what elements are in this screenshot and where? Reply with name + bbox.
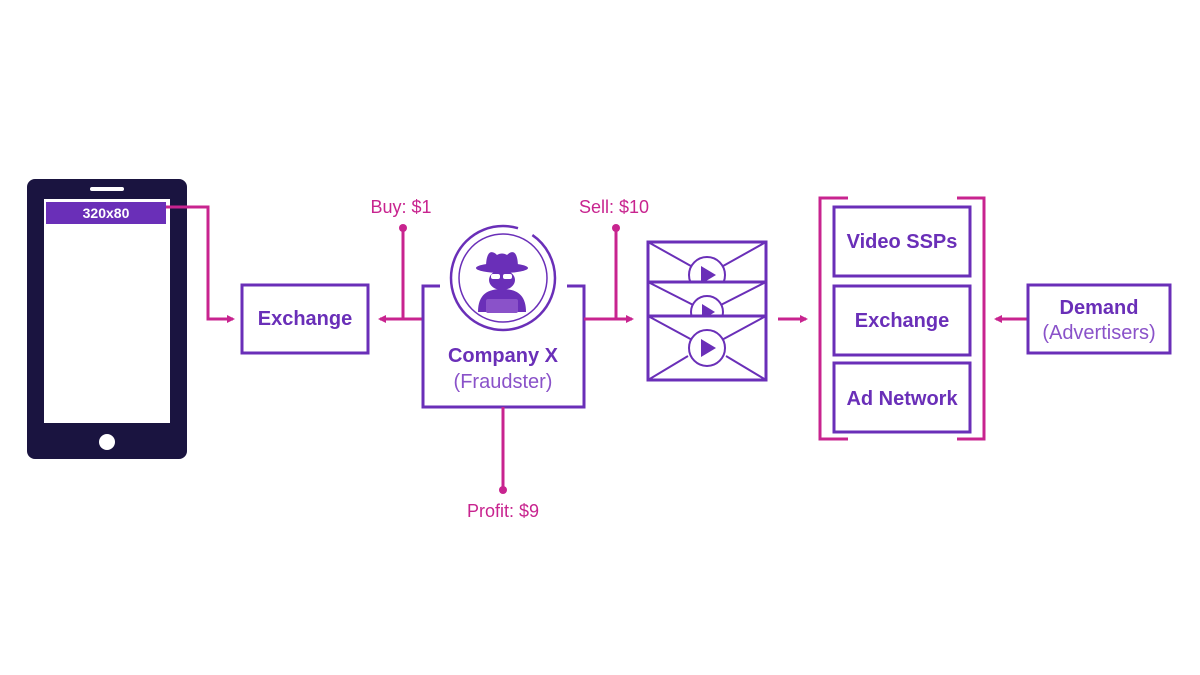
buy-dot bbox=[399, 224, 407, 232]
smartphone bbox=[27, 179, 187, 459]
video-envelope-front bbox=[646, 314, 768, 382]
buy-label: Buy: $1 bbox=[370, 197, 431, 217]
video-ssps-label: Video SSPs bbox=[847, 231, 958, 253]
demand-box: Demand (Advertisers) bbox=[1026, 283, 1172, 355]
demand-title: Demand bbox=[1060, 297, 1139, 319]
ad-network-label: Ad Network bbox=[846, 388, 958, 410]
sell-label: Sell: $10 bbox=[579, 197, 649, 217]
video-ad-stack bbox=[646, 240, 768, 382]
exchange-right-label: Exchange bbox=[855, 310, 949, 332]
phone-to-exchange-arrow bbox=[166, 205, 235, 323]
demand-subtitle: (Advertisers) bbox=[1042, 322, 1155, 344]
exchange-left-box: Exchange bbox=[240, 283, 370, 355]
sell-side-bracket bbox=[818, 196, 986, 441]
exchange-left-label: Exchange bbox=[258, 308, 352, 330]
exchange-right-box: Exchange bbox=[832, 284, 972, 357]
ad-size-label: 320x80 bbox=[83, 205, 130, 221]
sell-dot bbox=[612, 224, 620, 232]
ad-network-box: Ad Network bbox=[832, 361, 972, 434]
ad-banner: 320x80 bbox=[46, 202, 166, 224]
video-ssps-box: Video SSPs bbox=[832, 205, 972, 278]
fraudster-spy-icon bbox=[449, 224, 557, 332]
home-button-icon bbox=[99, 434, 115, 450]
profit-label: Profit: $9 bbox=[467, 501, 539, 521]
profit-dot bbox=[499, 486, 507, 494]
company-x-label: Company X bbox=[448, 345, 559, 367]
company-x-role: (Fraudster) bbox=[454, 371, 553, 393]
